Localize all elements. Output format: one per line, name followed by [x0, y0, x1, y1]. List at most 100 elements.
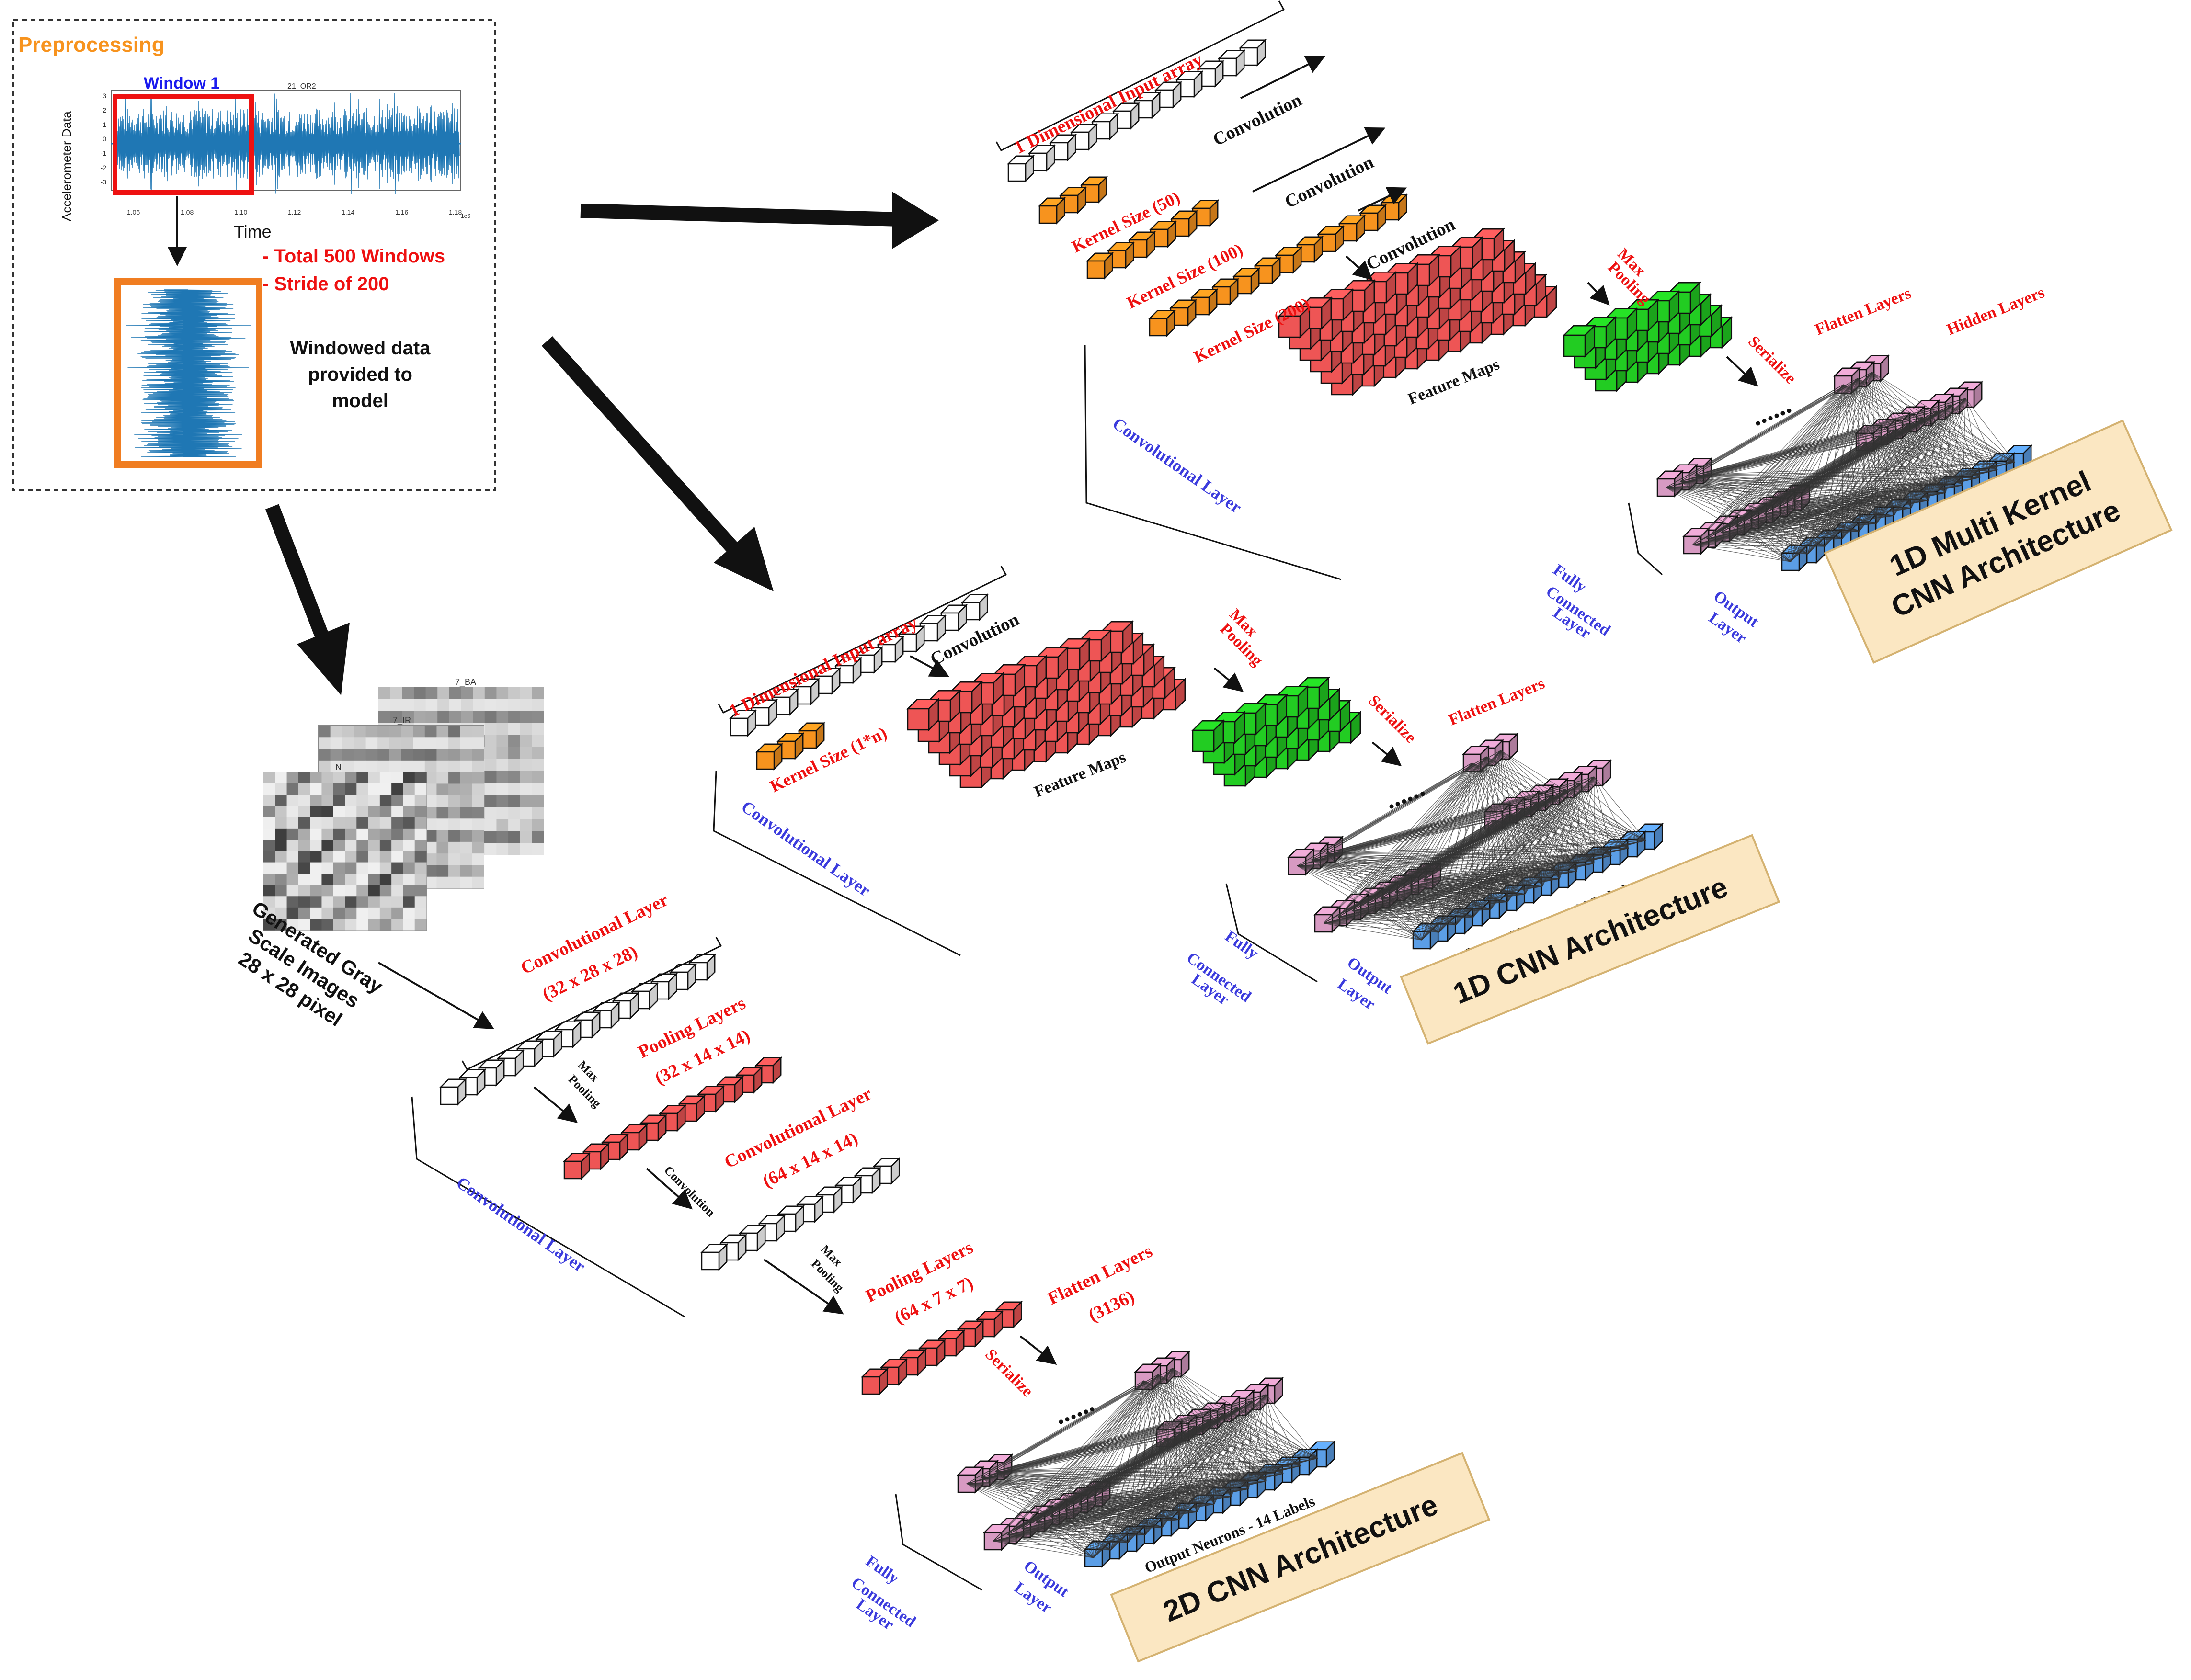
image-pixel — [263, 828, 275, 840]
windowed-text-3: model — [332, 390, 388, 411]
image-pixel — [484, 759, 497, 772]
image-pixel — [377, 749, 390, 761]
image-pixel — [449, 687, 461, 700]
image-pixel — [379, 874, 392, 885]
image-pixel — [275, 817, 287, 829]
image-pixel — [321, 862, 334, 874]
image-pixel — [403, 874, 415, 885]
image-pixel — [484, 711, 497, 724]
image-pixel — [472, 783, 484, 796]
image-pixel — [275, 907, 287, 919]
mk-conv-label-1: Convolution — [1210, 90, 1305, 150]
image-pixel — [310, 795, 322, 806]
image-pixel — [532, 711, 544, 724]
image-pixel — [345, 862, 357, 874]
image-pixel — [436, 865, 449, 877]
image-pixel — [330, 726, 342, 738]
image-pixel — [520, 699, 532, 712]
mk-flatten: Flatten Layers — [1813, 284, 1914, 339]
image-pixel — [298, 896, 310, 908]
image-label-7-ir: 7_IR — [393, 715, 411, 726]
image-pixel — [448, 783, 461, 796]
image-pixel — [508, 711, 521, 724]
image-pixel — [310, 885, 322, 897]
image-pixel — [532, 819, 544, 831]
image-pixel — [437, 711, 450, 724]
image-pixel — [391, 874, 403, 885]
mk-kernel-cube — [1253, 256, 1282, 285]
image-pixel — [403, 817, 415, 829]
image-pixel — [508, 831, 521, 843]
image-pixel — [286, 772, 299, 784]
image-pixel — [389, 726, 401, 738]
image-pixel — [365, 737, 378, 749]
image-pixel — [368, 783, 380, 795]
image-pixel — [368, 817, 380, 829]
x-tick: 1.16 — [395, 208, 408, 216]
image-pixel — [448, 760, 461, 772]
image-pixel — [263, 919, 275, 931]
image-pixel — [496, 831, 509, 843]
image-label-n: N — [335, 762, 342, 772]
image-pixel — [333, 862, 345, 874]
image-pixel — [436, 853, 449, 865]
c1-flatten: Flatten Layers — [1446, 675, 1547, 729]
image-pixel — [286, 851, 299, 863]
image-pixel — [449, 711, 461, 724]
image-pixel — [356, 885, 369, 897]
image-pixel — [391, 772, 403, 784]
image-pixel — [319, 726, 331, 738]
image-pixel — [484, 699, 497, 712]
image-pixel — [275, 851, 287, 863]
image-pixel — [436, 807, 449, 819]
image-pixel — [508, 687, 521, 700]
image-pixel — [298, 795, 310, 806]
image-pixel — [520, 819, 532, 831]
image-pixel — [436, 760, 449, 772]
image-pixel — [460, 853, 472, 865]
mk-input-cube — [1154, 80, 1183, 109]
image-pixel — [460, 783, 472, 796]
image-pixel — [330, 749, 342, 761]
image-pixel — [368, 806, 380, 817]
image-pixel — [354, 749, 366, 761]
mk-feature-cube — [1320, 288, 1354, 322]
image-pixel — [448, 853, 461, 865]
c2-pool2-cube — [860, 1367, 889, 1396]
image-pixel — [333, 885, 345, 897]
image-pixel — [460, 807, 472, 819]
image-pixel — [520, 783, 532, 795]
c1-input-label: 1 Dimensional Input array — [726, 613, 921, 721]
image-pixel — [321, 874, 334, 885]
image-pixel — [473, 687, 485, 700]
image-pixel — [321, 885, 334, 897]
image-pixel — [461, 687, 473, 700]
image-pixel — [298, 840, 310, 851]
image-pixel — [286, 840, 299, 851]
image-pixel — [310, 907, 322, 919]
image-pixel — [390, 711, 402, 724]
mk-pool-cube — [1562, 324, 1596, 358]
y-tick: -3 — [101, 178, 107, 186]
image-pixel — [345, 874, 357, 885]
cnn1d-section: 1 Dimensional Input array Convolution Ke… — [713, 566, 1780, 1045]
image-pixel — [379, 795, 392, 806]
image-pixel — [496, 687, 509, 700]
image-pixel — [508, 699, 521, 712]
multi-kernel-section: 1 Dimensional Input array Convolution Co… — [995, 0, 2173, 664]
image-pixel — [345, 806, 357, 817]
preprocessing-panel: Preprocessing Window 1 21_OR2 Accelerome… — [12, 19, 496, 491]
image-pixel — [321, 919, 334, 931]
image-pixel — [496, 735, 509, 748]
image-pixel — [368, 840, 380, 851]
image-pixel — [390, 687, 402, 700]
image-pixel — [461, 711, 473, 724]
image-pixel — [532, 783, 544, 795]
image-pixel — [520, 831, 532, 843]
x-tick: 1.08 — [181, 208, 194, 216]
image-pixel — [379, 919, 392, 931]
image-pixel — [520, 747, 532, 760]
image-pixel — [333, 795, 345, 806]
image-pixel — [321, 783, 334, 795]
